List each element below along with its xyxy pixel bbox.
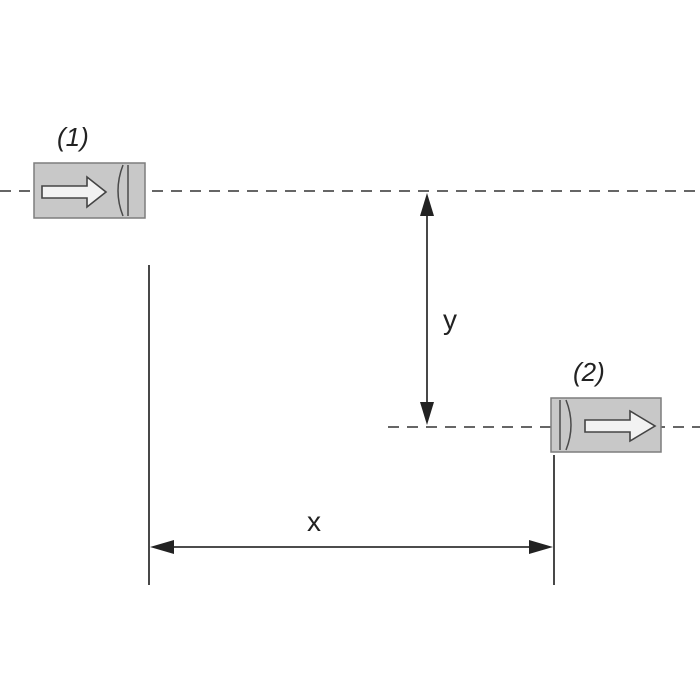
- sensor-2-label: (2): [573, 357, 605, 387]
- sensor-1-beam-arrow-icon: [41, 175, 108, 209]
- vertical-dimension: [420, 193, 434, 425]
- horizontal-dimension: [150, 540, 553, 554]
- arrowhead-left-icon: [150, 540, 174, 554]
- arrowhead-right-icon: [529, 540, 553, 554]
- sensor-2-beam-arrow-icon: [584, 409, 657, 443]
- sensor-1-label: (1): [57, 122, 89, 152]
- sensor-2-lens-icon: [565, 399, 572, 451]
- sensor-1-lens-icon: [117, 164, 124, 217]
- sensor-2: [550, 397, 662, 453]
- horizontal-dimension-label: x: [307, 506, 321, 537]
- arrowhead-down-icon: [420, 402, 434, 425]
- sensor-1: [33, 162, 146, 219]
- vertical-dimension-label: y: [443, 304, 457, 335]
- arrowhead-up-icon: [420, 193, 434, 216]
